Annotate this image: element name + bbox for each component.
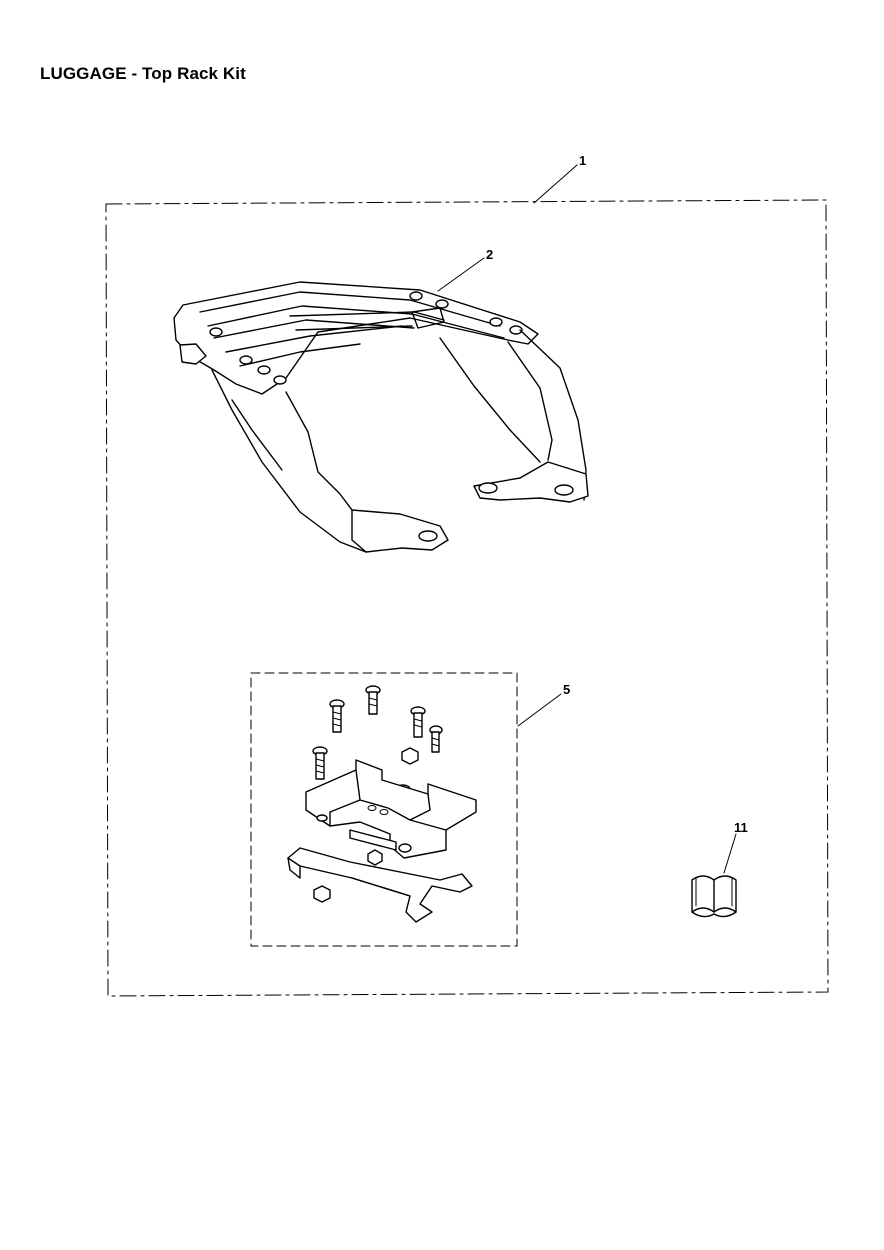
bolt: [312, 746, 328, 780]
leader-line-11: [723, 833, 737, 874]
top-rack-icon: [173, 281, 589, 553]
kit-boundary: [105, 199, 829, 997]
nut: [401, 747, 419, 765]
leader-line-1: [533, 164, 578, 204]
leader-line-5: [517, 693, 562, 727]
bolt: [329, 699, 345, 733]
fitting-kit-boundary: [250, 672, 518, 947]
callout-11: 11: [734, 820, 748, 835]
bolt: [410, 706, 426, 738]
nut: [313, 885, 331, 903]
leader-line-2: [437, 257, 485, 292]
bolt: [429, 725, 443, 753]
bolt: [365, 685, 381, 715]
instruction-book-icon: [691, 875, 737, 918]
fitting-kit-icon: [287, 685, 477, 923]
callout-1: 1: [579, 153, 587, 168]
nut: [367, 849, 383, 866]
page-title: LUGGAGE - Top Rack Kit: [40, 64, 246, 83]
callout-2: 2: [486, 247, 494, 262]
callout-5: 5: [563, 682, 571, 697]
